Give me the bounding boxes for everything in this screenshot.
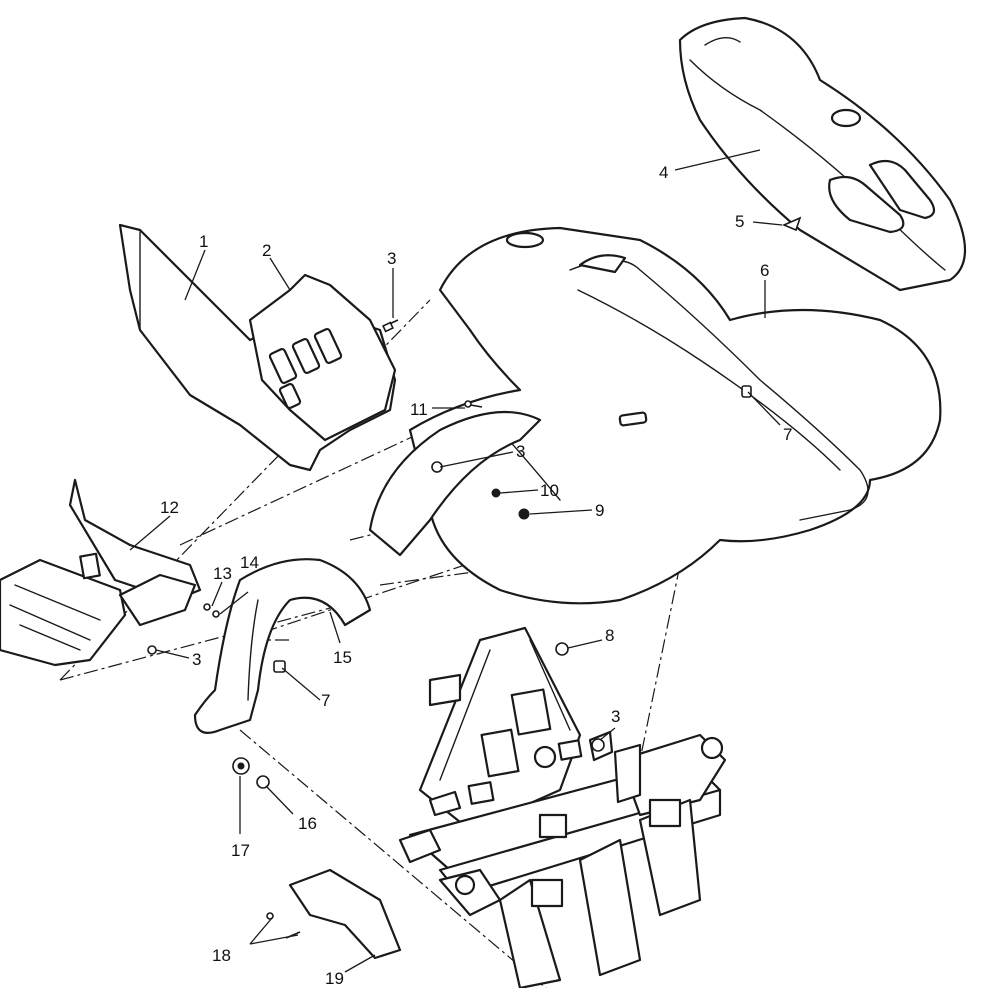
callout-16: 16: [298, 814, 317, 833]
callout-11: 11: [410, 400, 428, 419]
callout-10: 10: [540, 481, 559, 500]
callouts: 1 2 3 3 3 3 4 5 6 7 7 8 9 10 11 12 13 14…: [160, 163, 792, 988]
callout-2: 2: [262, 241, 271, 260]
callout-3-left: 3: [192, 650, 201, 669]
callout-8: 8: [605, 626, 614, 645]
callout-12: 12: [160, 498, 179, 517]
callout-7-right: 7: [783, 425, 792, 444]
callout-3-top: 3: [387, 249, 396, 268]
callout-18: 18: [212, 946, 231, 965]
callout-17: 17: [231, 841, 250, 860]
footrest: [0, 478, 202, 667]
callout-6: 6: [760, 261, 769, 280]
callout-3-mid: 3: [516, 442, 525, 461]
callout-7-left: 7: [321, 691, 330, 710]
front-fender: [193, 410, 542, 734]
leader-lines: [129, 149, 783, 973]
callout-19: 19: [325, 969, 344, 988]
callout-5: 5: [735, 212, 744, 231]
callout-4: 4: [659, 163, 668, 182]
slotted-panel: [248, 273, 397, 442]
callout-13: 13: [213, 564, 232, 583]
skid-plate: [288, 868, 402, 960]
callout-9: 9: [595, 501, 604, 520]
hardware: [147, 216, 802, 939]
frame-chassis: [398, 626, 727, 988]
seat-cover: [678, 16, 967, 292]
callout-15: 15: [333, 648, 352, 667]
callout-1: 1: [199, 232, 208, 251]
callout-14: 14: [240, 553, 259, 572]
callout-3-frame: 3: [611, 707, 620, 726]
rear-fender: [408, 226, 942, 605]
